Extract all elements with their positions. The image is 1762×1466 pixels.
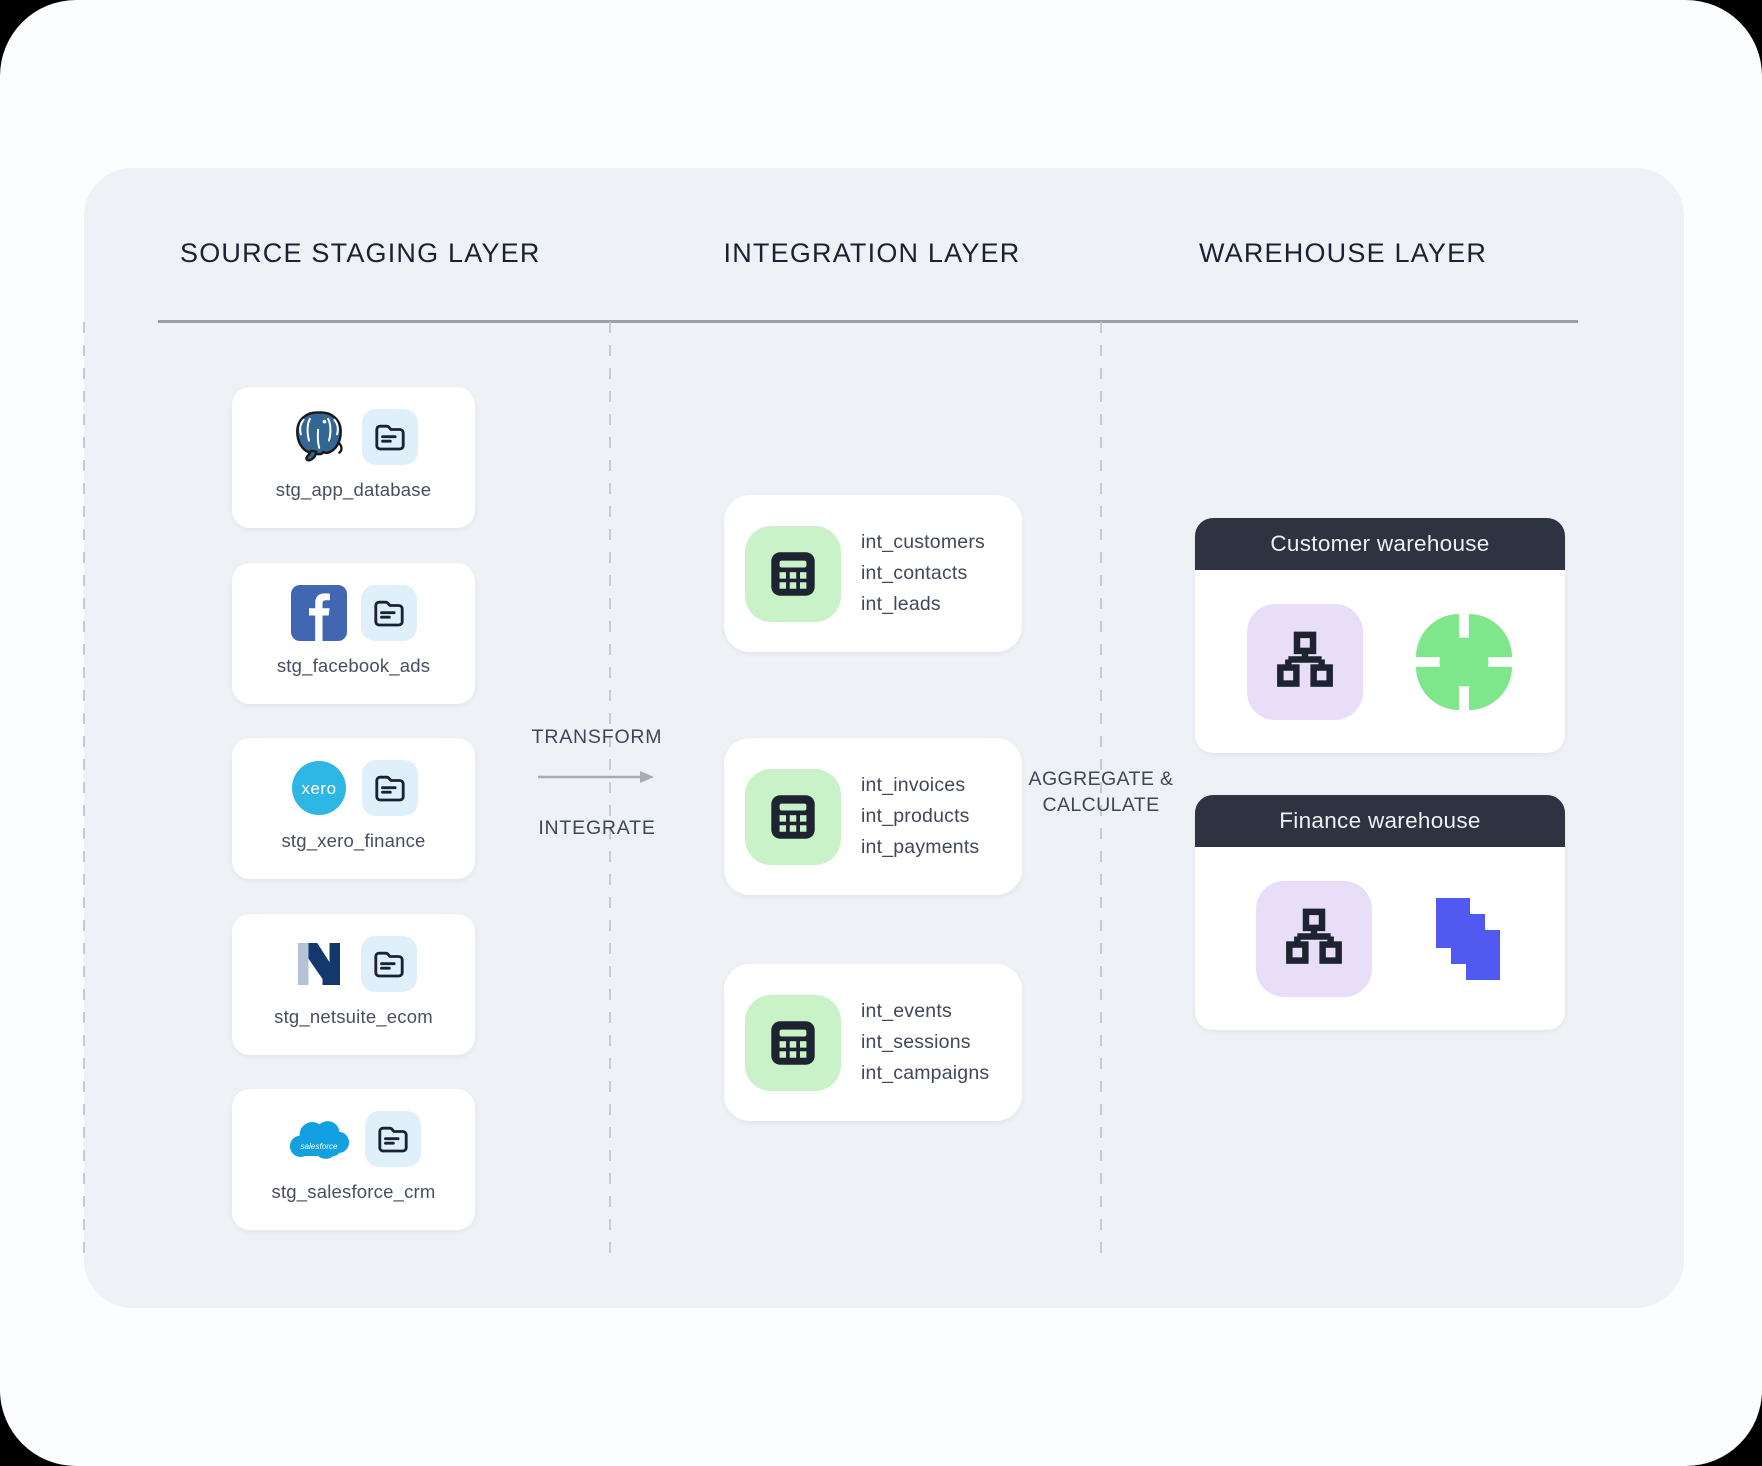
folder-tile (364, 1111, 421, 1167)
source-card-xero-finance: xero stg_xero_finance (232, 738, 475, 879)
logo-row: xero (232, 758, 475, 818)
hierarchy-tile (1247, 603, 1363, 720)
dashed-separator-mid2 (1100, 322, 1102, 1257)
table-name: int_sessions (861, 1031, 971, 1053)
logo-row (232, 407, 475, 467)
table-name: int_events (861, 1000, 952, 1022)
folder-tile (360, 936, 417, 992)
flower-icon (1415, 613, 1513, 711)
source-card-salesforce-crm: salesforce stg_salesforce_crm (232, 1089, 475, 1230)
stack-icon (1432, 896, 1504, 982)
postgresql-logo-icon (290, 408, 348, 466)
table-name-list: int_events int_sessions int_campaigns (861, 996, 989, 1089)
aggregate-calculate-label: AGGREGATE & CALCULATE (1028, 768, 1174, 816)
folder-tile (361, 409, 418, 465)
integration-layer-title: INTEGRATION LAYER (723, 238, 1021, 268)
dashed-separator-left (83, 322, 85, 1257)
warehouse-layer-title: WAREHOUSE LAYER (1198, 238, 1488, 268)
logo-row: salesforce (232, 1109, 475, 1169)
table-tile (745, 525, 841, 622)
warehouse-card-title: Customer warehouse (1195, 518, 1565, 570)
warehouse-card-finance: Finance warehouse (1195, 795, 1565, 1030)
source-card-label: stg_salesforce_crm (271, 1181, 436, 1202)
hierarchy-icon (1277, 902, 1351, 976)
warehouse-card-body (1195, 847, 1565, 1030)
table-icon (762, 543, 824, 605)
table-name: int_customers (861, 531, 985, 553)
transform-label: TRANSFORM (531, 726, 663, 748)
table-tile (745, 768, 841, 865)
source-card-label: stg_facebook_ads (276, 655, 431, 676)
source-card-label: stg_netsuite_ecom (274, 1006, 433, 1027)
hierarchy-tile (1255, 880, 1372, 997)
folder-tile (360, 585, 417, 641)
table-name: int_products (861, 805, 970, 827)
integration-card-customers: int_customers int_contacts int_leads (724, 495, 1022, 652)
table-name: int_campaigns (861, 1062, 990, 1084)
table-icon (762, 786, 824, 848)
source-layer-title: SOURCE STAGING LAYER (180, 238, 541, 268)
logo-row (232, 934, 475, 994)
xero-logo-text: xero (301, 779, 336, 798)
warehouse-card-customer: Customer warehouse (1195, 518, 1565, 753)
folder-icon (371, 946, 407, 982)
folder-icon (371, 595, 407, 631)
hierarchy-icon (1268, 625, 1342, 699)
folder-tile (361, 760, 418, 816)
warehouse-card-title: Finance warehouse (1195, 795, 1565, 847)
table-name: int_invoices (861, 774, 966, 796)
logo-row (232, 583, 475, 643)
integration-card-finance: int_invoices int_products int_payments (724, 738, 1022, 895)
folder-icon (372, 770, 408, 806)
warehouse-card-body (1195, 570, 1565, 753)
table-tile (745, 994, 841, 1091)
integration-card-events: int_events int_sessions int_campaigns (724, 964, 1022, 1121)
header-divider-line (158, 320, 1578, 323)
table-name: int_payments (861, 836, 980, 858)
integrate-label: INTEGRATE (538, 817, 656, 839)
table-name: int_leads (861, 593, 941, 615)
salesforce-logo-text: salesforce (300, 1142, 338, 1151)
netsuite-logo-icon (291, 936, 347, 992)
source-card-label: stg_app_database (275, 479, 432, 500)
folder-icon (375, 1121, 411, 1157)
facebook-logo-icon (290, 585, 347, 641)
xero-logo-icon: xero (290, 759, 348, 817)
dashed-separator-mid1 (609, 322, 611, 1257)
folder-icon (372, 419, 408, 455)
flow-arrow-icon (536, 769, 656, 785)
salesforce-logo-icon: salesforce (287, 1117, 351, 1162)
table-name: int_contacts (861, 562, 968, 584)
table-name-list: int_invoices int_products int_payments (861, 770, 979, 863)
source-card-label: stg_xero_finance (281, 830, 426, 851)
source-card-netsuite-ecom: stg_netsuite_ecom (232, 914, 475, 1055)
source-card-app-database: stg_app_database (232, 387, 475, 528)
source-card-facebook-ads: stg_facebook_ads (232, 563, 475, 704)
table-name-list: int_customers int_contacts int_leads (861, 527, 985, 620)
table-icon (762, 1012, 824, 1074)
